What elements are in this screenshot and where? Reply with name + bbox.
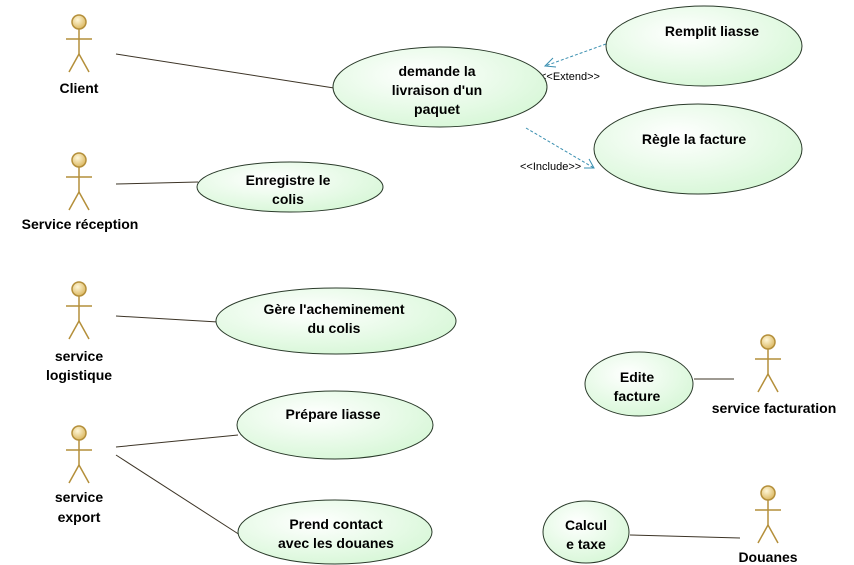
include-arrowhead (584, 158, 595, 169)
dependencies (525, 43, 607, 169)
actor-label: service (55, 348, 103, 364)
associations (115, 53, 741, 539)
stick-figure-icon (755, 334, 781, 393)
extend-arrowhead (543, 57, 557, 68)
use-case-regle-facture[interactable]: Règle la facture (593, 103, 803, 195)
actor-service-reception[interactable]: Service réception (22, 152, 139, 232)
assoc-client-demande (115, 53, 335, 89)
uc-label-line: Règle la facture (642, 131, 746, 147)
use-case-edite-facture[interactable]: Edite facture (584, 351, 694, 417)
stick-figure-icon (66, 281, 92, 340)
use-case-prepare-liasse[interactable]: Prépare liasse (236, 390, 434, 460)
actor-service-logistique[interactable]: service logistique (46, 281, 112, 383)
uc-label-line: Remplit liasse (665, 23, 759, 39)
actor-douanes[interactable]: Douanes (738, 485, 798, 565)
assoc-export-prend-contact (115, 454, 241, 536)
extend-line (544, 43, 607, 67)
use-case-remplit-liasse[interactable]: Remplit liasse (605, 5, 803, 87)
use-case-demande-livraison[interactable]: demande la livraison d'un paquet (332, 46, 548, 128)
include-line (525, 127, 595, 169)
uc-label-line: Prend contact (289, 516, 383, 532)
uc-label-line: demande la (398, 63, 475, 79)
stick-figure-icon (755, 485, 781, 544)
actor-label: logistique (46, 367, 112, 383)
uc-label-line: Enregistre le (246, 172, 331, 188)
uc-label-line: Edite (620, 369, 654, 385)
use-case-enregistre-colis[interactable]: Enregistre le colis (196, 161, 384, 213)
uc-label-line: paquet (414, 101, 460, 117)
uc-label-line: facture (614, 388, 661, 404)
dependency-arrowheads (543, 57, 595, 169)
use-case-calcul-taxe[interactable]: Calcul e taxe (542, 500, 630, 564)
uc-label-line: Gère l'acheminement (263, 301, 404, 317)
assoc-douanes-calcul (629, 534, 741, 539)
use-case-gere-acheminement[interactable]: Gère l'acheminement du colis (215, 287, 457, 355)
actor-client[interactable]: Client (60, 14, 99, 96)
stick-figure-icon (66, 14, 92, 73)
uc-label-line: Prépare liasse (286, 406, 381, 422)
uc-label-line: Calcul (565, 517, 607, 533)
stick-figure-icon (66, 152, 92, 211)
actor-label: export (58, 509, 101, 525)
extend-stereotype: <<Extend>> (540, 71, 600, 83)
include-stereotype: <<Include>> (520, 161, 581, 173)
assoc-logistique-gere (115, 315, 219, 323)
uc-label-line: du colis (308, 320, 361, 336)
actor-label: Client (60, 80, 99, 96)
actor-service-facturation[interactable]: service facturation (712, 334, 837, 416)
uc-label-line: e taxe (566, 536, 606, 552)
actor-label: Service réception (22, 216, 139, 232)
use-case-prend-contact[interactable]: Prend contact avec les douanes (237, 499, 433, 565)
actor-label: service facturation (712, 400, 837, 416)
uc-label-line: avec les douanes (278, 535, 394, 551)
assoc-export-prepare (115, 434, 239, 448)
actor-label: Douanes (738, 549, 797, 565)
uc-label-line: colis (272, 191, 304, 207)
uc-label-line: livraison d'un (392, 82, 482, 98)
actor-label: service (55, 489, 103, 505)
assoc-reception-enregistre (115, 181, 199, 185)
actor-service-export[interactable]: service export (55, 425, 103, 525)
stick-figure-icon (66, 425, 92, 484)
